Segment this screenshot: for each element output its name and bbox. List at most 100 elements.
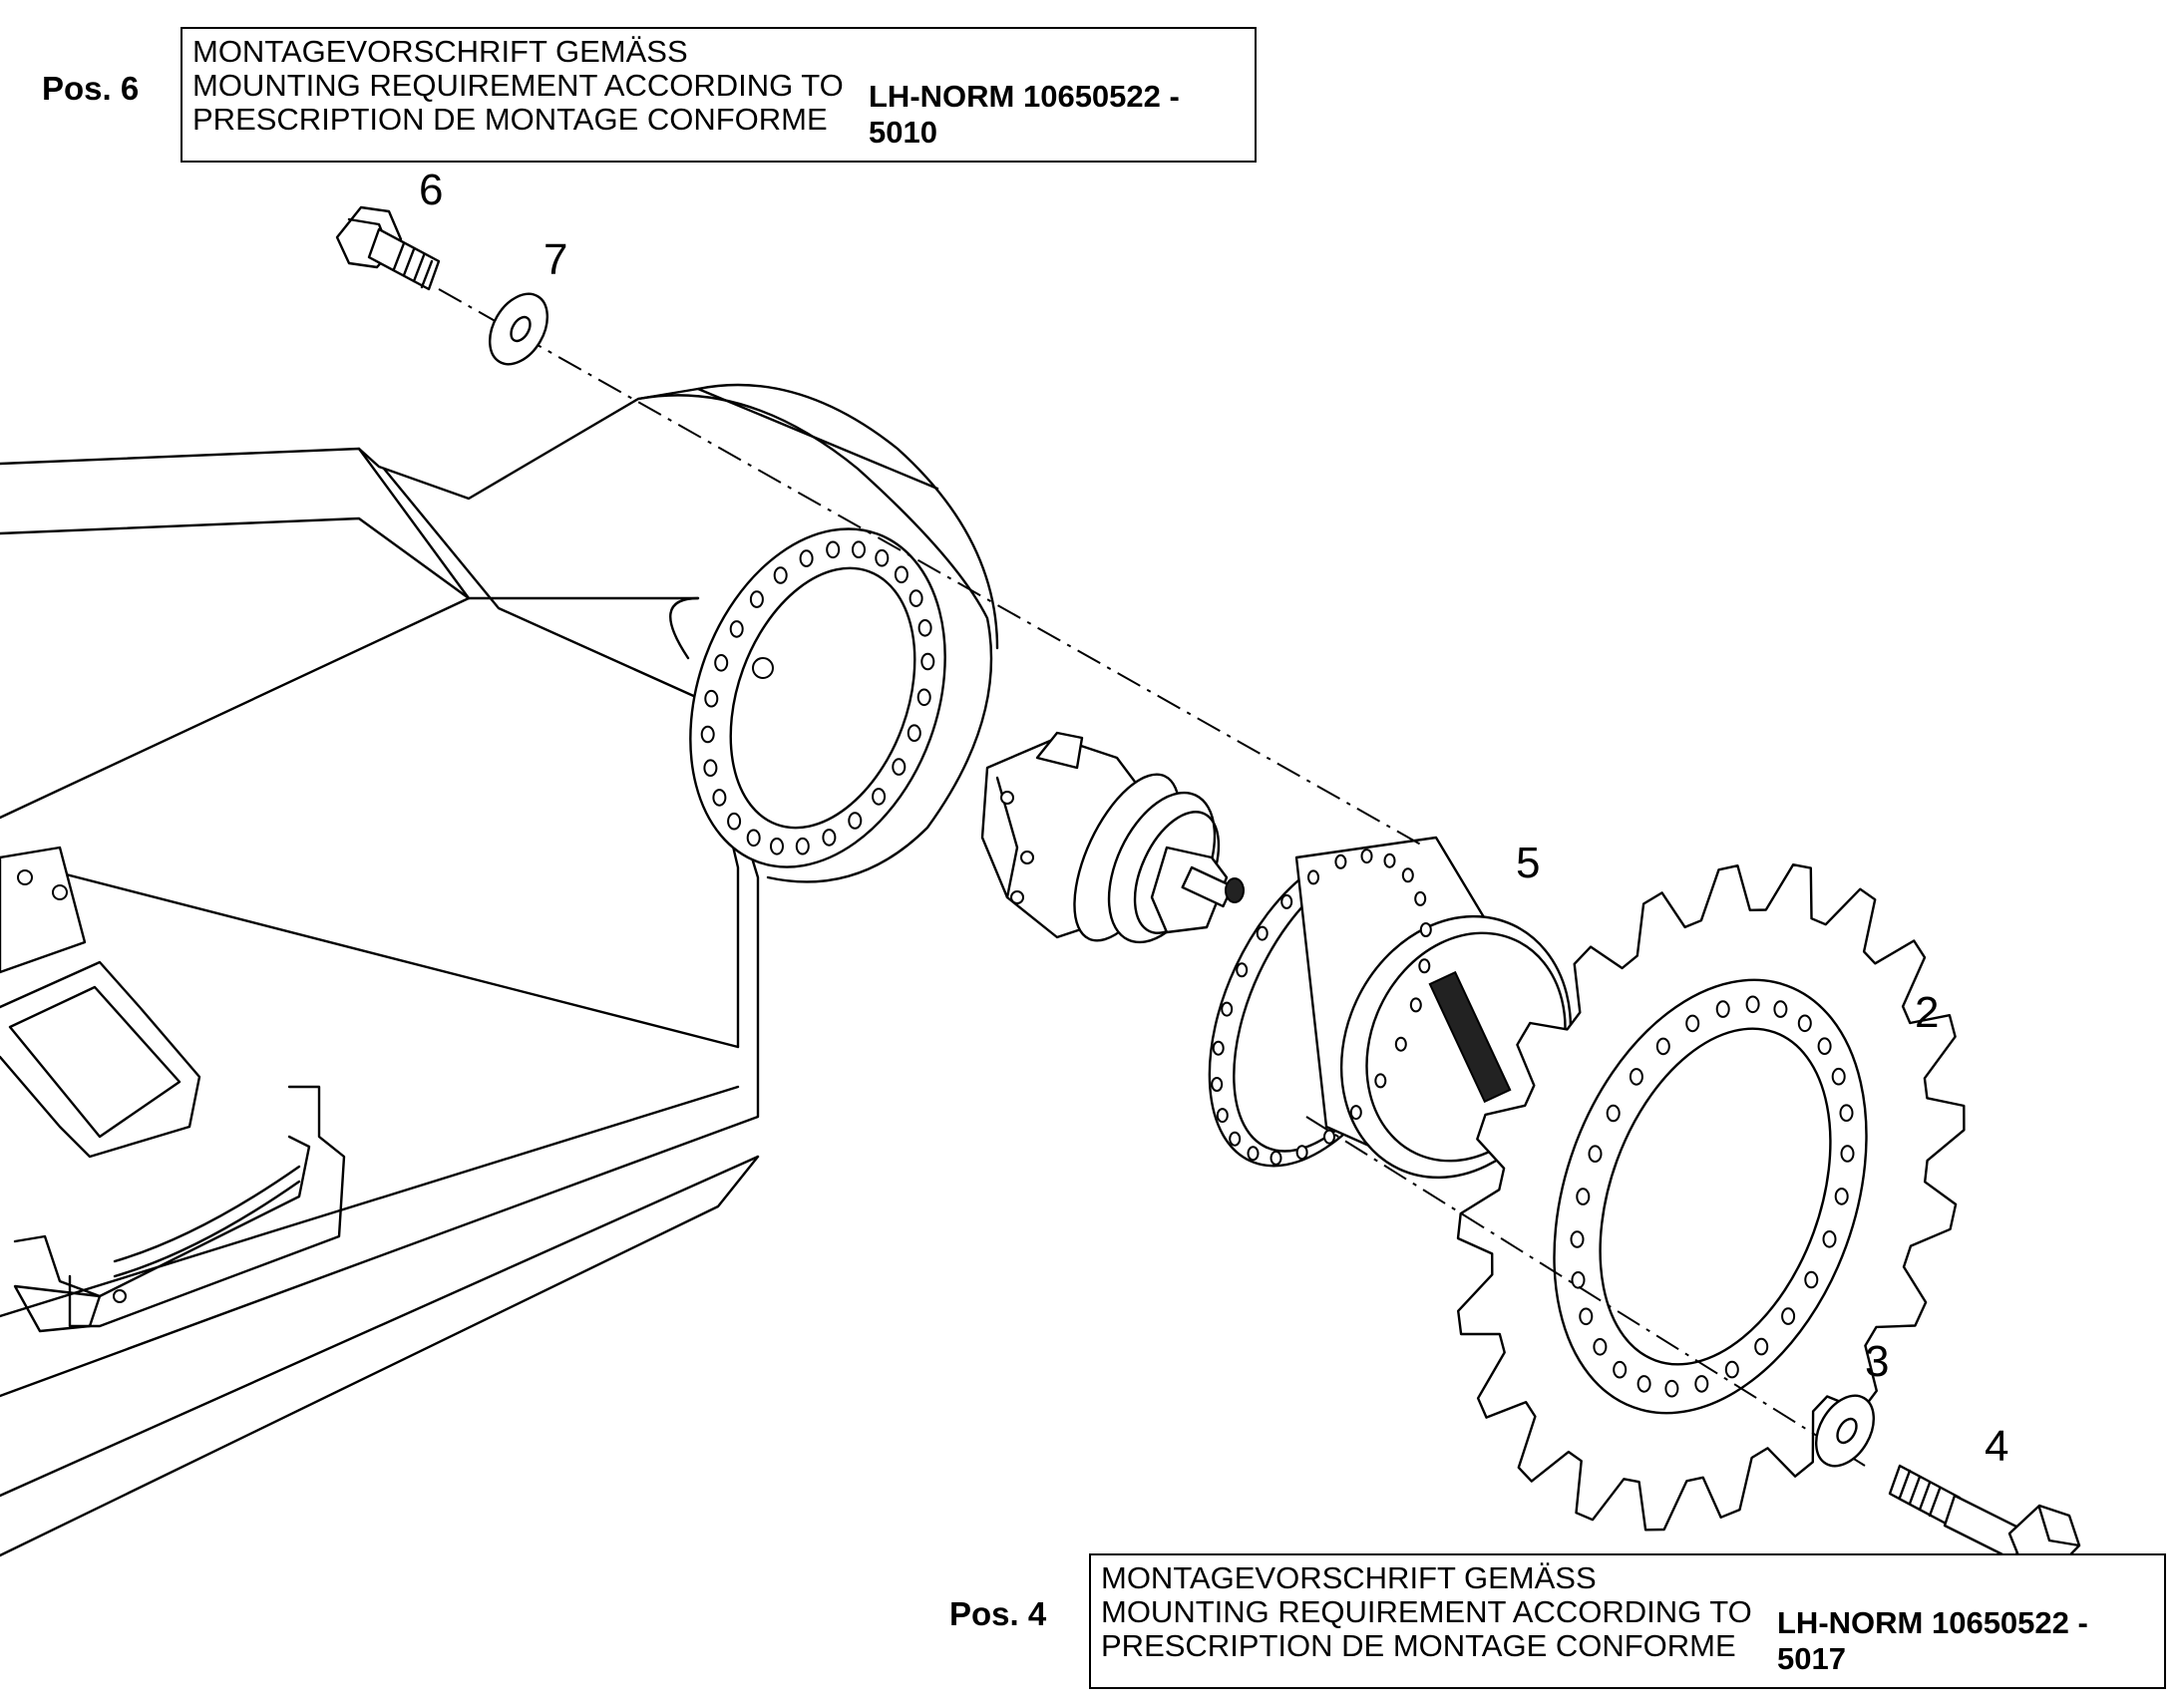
- bolt-hole: [1383, 853, 1396, 868]
- note-top-line-de: MONTAGEVORSCHRIFT GEMÄSS: [192, 34, 688, 69]
- bolt-hole: [872, 788, 887, 806]
- bolt-hole: [1781, 1307, 1796, 1325]
- callout-bolt-top: 6: [419, 166, 443, 214]
- callout-washer-bottom: 3: [1865, 1337, 1889, 1386]
- bolt-hole: [729, 620, 744, 638]
- bolt-hole: [714, 654, 729, 672]
- bolt-hole: [1773, 1000, 1788, 1018]
- bolt-hole: [1797, 1014, 1812, 1033]
- note-top-line-fr: PRESCRIPTION DE MONTAGE CONFORME: [192, 102, 828, 137]
- bolt-hole: [1831, 1067, 1846, 1086]
- bolt-hole: [727, 812, 742, 831]
- bolt-hole: [1418, 958, 1431, 974]
- final-drive-gearbox: [1208, 836, 1573, 1180]
- bolt-hole: [1613, 1360, 1628, 1379]
- bolt-hole: [1349, 1105, 1362, 1121]
- bolt-hole: [795, 837, 810, 855]
- bolt-hole: [1229, 1131, 1242, 1147]
- bolt-hole: [1579, 1307, 1594, 1326]
- housing-bolt-holes: [700, 540, 935, 855]
- bolt-hole: [1745, 995, 1760, 1014]
- bolt-hole: [1211, 1077, 1224, 1092]
- bolt-hole: [1256, 925, 1269, 941]
- bolt-hole: [1323, 1129, 1335, 1145]
- note-bottom-norm: LH-NORM 10650522 - 5017: [1777, 1605, 2088, 1676]
- bolt-hole: [1694, 1375, 1709, 1393]
- bolt-hole: [1839, 1104, 1854, 1122]
- sprocket-bolt-holes: [1570, 995, 1855, 1398]
- bolt-hole: [1212, 1040, 1225, 1056]
- bolt-hole: [822, 829, 837, 847]
- bolt-hole: [1571, 1271, 1586, 1289]
- bolt-hole: [1834, 1188, 1849, 1205]
- bolt-hole: [1804, 1270, 1819, 1289]
- bolt-hole: [1655, 1037, 1670, 1056]
- note-bottom-line-fr: PRESCRIPTION DE MONTAGE CONFORME: [1101, 1628, 1736, 1663]
- bolt-hole: [773, 566, 788, 584]
- callout-washer-top: 7: [544, 235, 567, 284]
- bolt-hole: [1588, 1145, 1603, 1163]
- sprocket: [1456, 863, 1966, 1532]
- callout-bolt-bottom: 4: [1985, 1422, 2008, 1471]
- bolt-hole: [1307, 869, 1319, 885]
- bolt-hole: [1754, 1337, 1769, 1356]
- bolt-hole: [1295, 1145, 1308, 1161]
- bolt-hole: [1394, 1036, 1407, 1052]
- bolt-hole: [1664, 1379, 1679, 1398]
- washer-bottom: [1814, 1394, 1876, 1468]
- note-bottom-line-de: MONTAGEVORSCHRIFT GEMÄSS: [1101, 1560, 1597, 1595]
- bolt-hole: [1606, 1104, 1621, 1123]
- bolt-hole: [770, 838, 784, 855]
- mounting-note-bottom: MONTAGEVORSCHRIFT GEMÄSS MOUNTING REQUIR…: [1089, 1553, 2166, 1689]
- bolt-hole: [1822, 1230, 1837, 1248]
- bolt-hole: [1216, 1108, 1229, 1124]
- bolt-hole: [700, 725, 715, 744]
- bolt-hole: [917, 619, 932, 637]
- bolt-hole: [1593, 1338, 1608, 1356]
- bolt-hole: [712, 789, 727, 807]
- track-frame: [0, 387, 939, 1557]
- bolt-hole: [1576, 1188, 1591, 1205]
- bolt-hole: [1401, 867, 1414, 883]
- bolt-hole: [1419, 922, 1432, 937]
- bolt-hole: [1840, 1145, 1855, 1163]
- bolt-hole: [703, 759, 718, 778]
- pos-6-label: Pos. 6: [42, 70, 140, 107]
- note-top-text: MONTAGEVORSCHRIFT GEMÄSS MOUNTING REQUIR…: [192, 35, 844, 137]
- bolt-hole: [1236, 962, 1249, 978]
- pos-4-label: Pos. 4: [949, 1595, 1047, 1632]
- note-bottom-line-en: MOUNTING REQUIREMENT ACCORDING TO: [1101, 1594, 1752, 1629]
- bolt-hole: [1715, 1000, 1730, 1018]
- bolt-top: [335, 205, 441, 291]
- washer-top: [488, 292, 549, 366]
- callout-gearbox: 5: [1516, 839, 1540, 887]
- bolt-hole: [1409, 997, 1422, 1013]
- frame-drive-housing: [636, 383, 999, 883]
- note-bottom-text: MONTAGEVORSCHRIFT GEMÄSS MOUNTING REQUIR…: [1101, 1561, 1752, 1663]
- bolt-hole: [704, 689, 719, 708]
- bolt-hole: [746, 829, 761, 848]
- gearbox-bolt-holes: [1211, 849, 1432, 1166]
- bolt-hole: [1636, 1375, 1651, 1393]
- bolt-hole: [852, 540, 866, 559]
- bolt-hole: [749, 590, 764, 608]
- bolt-hole: [920, 652, 935, 671]
- bolt-hole: [875, 548, 890, 567]
- bolt-hole: [1817, 1037, 1832, 1055]
- bolt-hole: [1414, 890, 1427, 906]
- bolt-hole: [1724, 1360, 1739, 1379]
- mounting-note-top: MONTAGEVORSCHRIFT GEMÄSS MOUNTING REQUIR…: [181, 27, 1257, 163]
- bolt-hole: [799, 549, 814, 567]
- callout-sprocket: 2: [1915, 988, 1939, 1037]
- bolt-hole: [826, 540, 841, 559]
- bolt-hole: [1374, 1073, 1387, 1089]
- bolt-hole: [894, 565, 908, 584]
- bolt-hole: [1334, 854, 1347, 869]
- bolt-hole: [1247, 1146, 1260, 1162]
- bolt-hole: [1221, 1001, 1234, 1017]
- bolt-hole: [916, 688, 931, 707]
- bolt-hole: [1360, 849, 1373, 864]
- bolt-hole: [1685, 1014, 1700, 1033]
- bolt-hole: [1270, 1150, 1282, 1166]
